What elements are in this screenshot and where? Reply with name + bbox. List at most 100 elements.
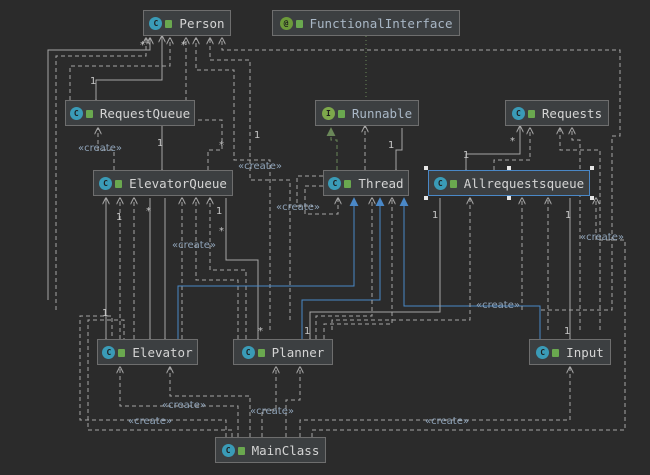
public-visibility-icon <box>449 180 457 188</box>
public-visibility-icon <box>337 110 345 118</box>
uml-node-allrequests[interactable]: C Allrequestsqueue <box>428 170 590 196</box>
dependency-edge <box>196 38 271 330</box>
uml-node-label: Requests <box>541 105 603 121</box>
association-edge <box>392 128 403 181</box>
uml-node-label: ElevatorQueue <box>129 175 227 191</box>
dependency-edge <box>304 185 338 215</box>
dependency-edge <box>493 128 530 170</box>
uml-node-label: Person <box>179 15 225 31</box>
dependency-edge <box>55 38 146 310</box>
association-edge <box>96 36 162 100</box>
class-badge-icon: C <box>221 443 235 457</box>
multiplicity-label: 1 <box>564 326 571 337</box>
public-visibility-icon <box>295 20 303 28</box>
uml-node-person[interactable]: C Person <box>143 10 231 36</box>
class-badge-icon: C <box>102 345 116 359</box>
create-edge-label: «create» <box>128 416 172 427</box>
multiplicity-label: * <box>140 40 145 51</box>
interface-badge-icon: I <box>321 106 335 120</box>
selection-handle[interactable] <box>424 196 428 200</box>
uml-node-elevatorqueue[interactable]: C ElevatorQueue <box>93 170 233 196</box>
uml-node-label: FunctionalInterface <box>309 15 453 31</box>
public-visibility-icon <box>237 447 245 455</box>
multiplicity-label: 1 <box>254 130 261 141</box>
uml-node-label: Input <box>566 344 604 360</box>
dependency-edge <box>79 315 227 437</box>
selection-handle[interactable] <box>590 196 594 200</box>
create-edge-label: «create» <box>276 202 320 213</box>
uml-node-requestqueue[interactable]: C RequestQueue <box>65 100 195 126</box>
multiplicity-label: 1 <box>102 308 109 319</box>
multiplicity-label: 1 <box>565 210 572 221</box>
class-badge-icon: C <box>69 106 83 120</box>
uml-node-label: Runnable <box>351 105 413 121</box>
multiplicity-label: 1 <box>90 76 97 87</box>
class-badge-icon: C <box>149 16 163 30</box>
dependency-edge <box>315 198 372 339</box>
dependency-edge <box>311 198 626 437</box>
class-badge-icon: C <box>433 176 447 190</box>
extends-edge <box>177 197 359 339</box>
create-edge-label: «create» <box>425 416 469 427</box>
dependency-edge <box>285 367 300 437</box>
uml-node-label: Thread <box>358 175 404 191</box>
multiplicity-label: 1 <box>463 150 470 161</box>
multiplicity-label: 1 <box>432 210 439 221</box>
dependency-edge <box>87 319 233 437</box>
uml-node-runnable[interactable]: I Runnable <box>315 100 419 126</box>
multiplicity-label: 1 <box>157 138 164 149</box>
uml-node-label: Elevator <box>132 344 193 360</box>
class-badge-icon: C <box>241 345 255 359</box>
class-badge-icon: C <box>511 106 525 120</box>
create-edge-label: «create» <box>476 300 520 311</box>
dependency-edge <box>210 198 247 339</box>
extends-edge <box>301 197 385 339</box>
multiplicity-label: * <box>181 40 186 51</box>
extends-edge <box>399 197 541 339</box>
public-visibility-icon <box>552 349 560 357</box>
uml-node-thread[interactable]: C Thread <box>323 170 409 196</box>
public-visibility-icon <box>118 349 126 357</box>
class-badge-icon: C <box>99 176 113 190</box>
uml-node-label: Allrequestsqueue <box>463 175 585 191</box>
implements-edge <box>326 127 338 170</box>
class-badge-icon: C <box>328 176 342 190</box>
uml-node-functional[interactable]: @ FunctionalInterface <box>272 10 460 36</box>
selection-handle[interactable] <box>507 166 511 170</box>
dependency-edge <box>222 38 621 330</box>
public-visibility-icon <box>115 180 123 188</box>
association-edge <box>306 198 441 350</box>
dependency-edge <box>560 128 601 330</box>
create-edge-label: «create» <box>250 406 294 417</box>
public-visibility-icon <box>165 20 173 28</box>
public-visibility-icon <box>257 349 265 357</box>
multiplicity-label: * <box>510 136 515 147</box>
selection-handle[interactable] <box>424 166 428 170</box>
functional-badge-icon: @ <box>279 16 293 30</box>
class-badge-icon: C <box>536 345 550 359</box>
dependency-edge <box>98 128 115 170</box>
association-edge <box>225 198 262 350</box>
multiplicity-label: 1 <box>304 326 311 337</box>
create-edge-label: «create» <box>238 161 282 172</box>
dependency-edge <box>331 198 470 330</box>
selection-handle[interactable] <box>590 166 594 170</box>
uml-node-mainclass[interactable]: C MainClass <box>215 437 326 463</box>
public-visibility-icon <box>527 110 535 118</box>
uml-node-elevator[interactable]: C Elevator <box>97 339 198 365</box>
uml-node-label: RequestQueue <box>99 105 191 121</box>
association-edge <box>466 126 520 170</box>
multiplicity-label: * <box>258 326 263 337</box>
selection-handle[interactable] <box>507 196 511 200</box>
dependency-edge <box>261 367 276 437</box>
public-visibility-icon <box>344 180 352 188</box>
uml-node-input[interactable]: C Input <box>529 339 611 365</box>
public-visibility-icon <box>85 110 93 118</box>
multiplicity-label: * <box>219 226 224 237</box>
uml-node-requests[interactable]: C Requests <box>505 100 609 126</box>
uml-node-label: MainClass <box>251 442 320 458</box>
dependency-edge <box>196 198 239 339</box>
create-edge-label: «create» <box>580 232 624 243</box>
